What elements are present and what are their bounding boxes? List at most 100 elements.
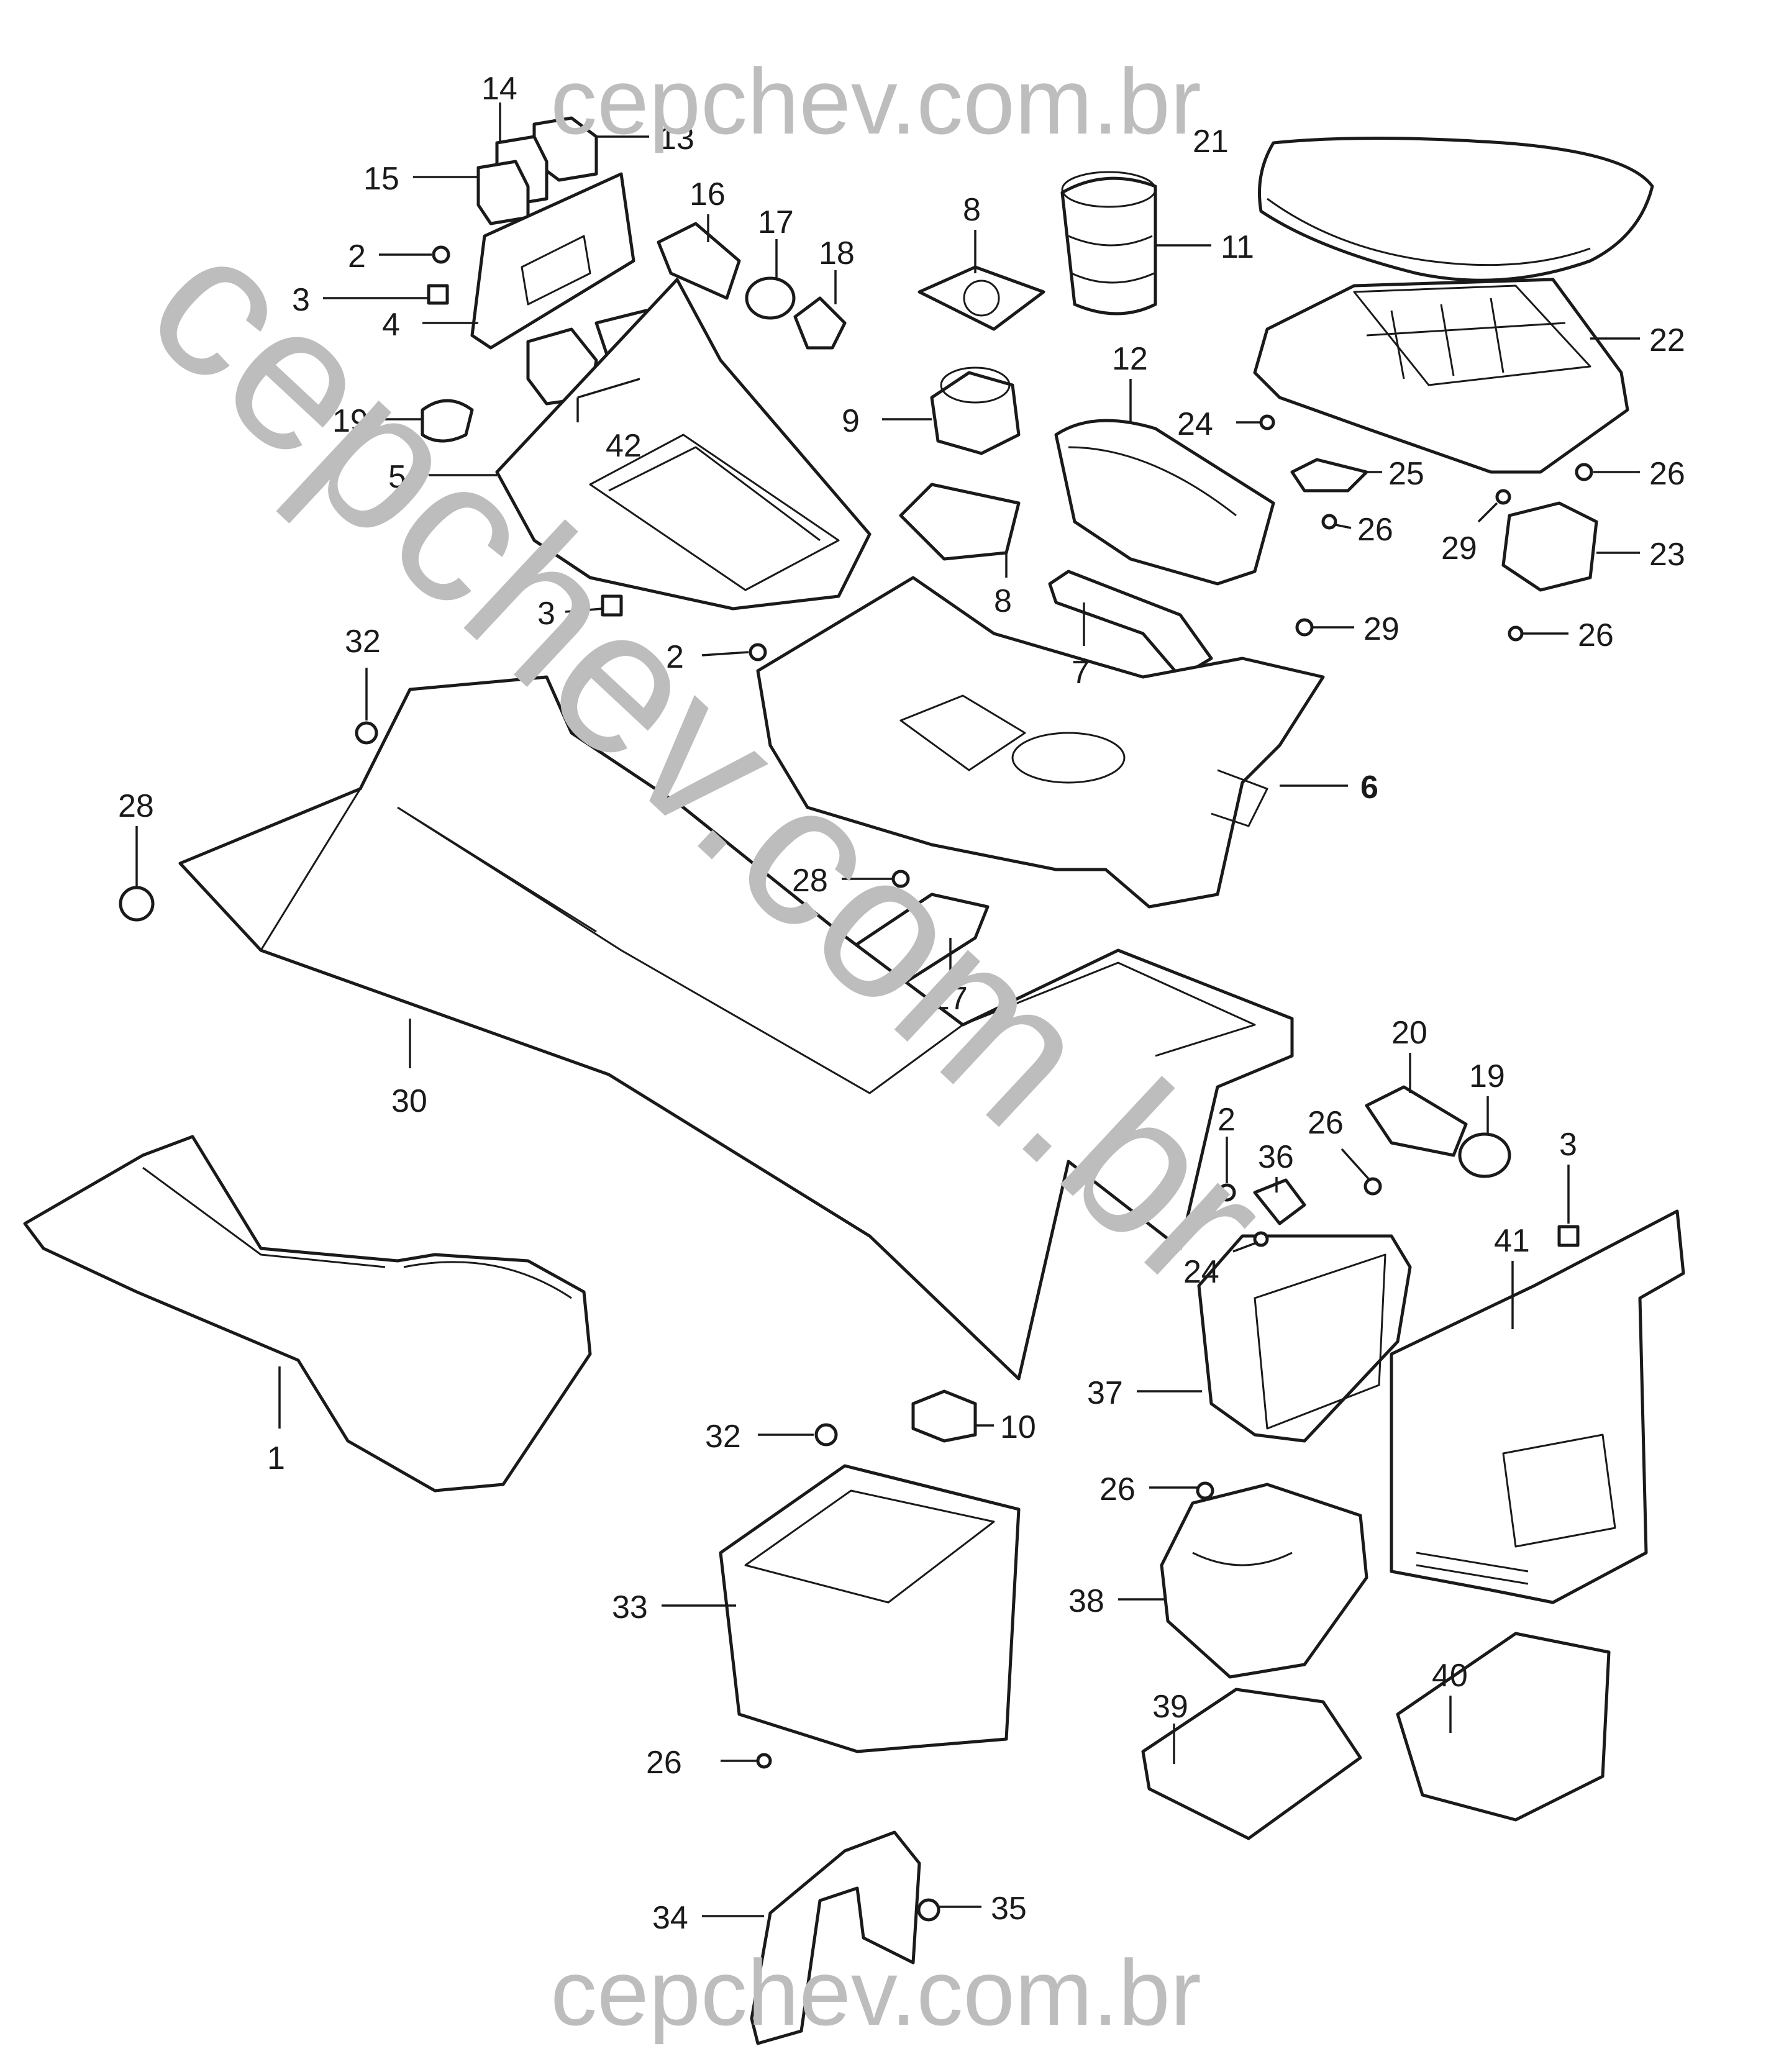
svg-text:15: 15: [363, 161, 399, 197]
part-outlet-cap-18: [793, 296, 847, 350]
svg-text:2: 2: [1218, 1102, 1236, 1138]
svg-text:26: 26: [646, 1745, 682, 1781]
svg-text:25: 25: [1388, 456, 1424, 492]
callout-35: 35: [938, 1891, 1027, 1927]
callout-4: 4: [382, 307, 478, 343]
part-switch-10: [911, 1389, 977, 1443]
callout-3c: 3: [1559, 1127, 1577, 1224]
callout-12: 12: [1112, 341, 1148, 422]
callout-26b: 26: [1335, 512, 1393, 548]
part-screw-26e: [1196, 1481, 1214, 1500]
part-screw-29: [1295, 618, 1314, 637]
svg-text:3: 3: [292, 282, 310, 318]
svg-text:10: 10: [1000, 1409, 1036, 1445]
callout-15: 15: [363, 161, 478, 197]
svg-text:29: 29: [1441, 530, 1477, 566]
part-shifter-switch: [930, 371, 1021, 455]
callout-3b: 3: [537, 596, 603, 632]
callout-39: 39: [1152, 1689, 1188, 1764]
callout-14: 14: [481, 71, 517, 143]
watermark-bottom: cepchev.com.br: [550, 1940, 1201, 2045]
callout-33: 33: [612, 1589, 736, 1625]
part-shifter-bezel: [495, 278, 872, 611]
callout-2c: 2: [1218, 1102, 1236, 1183]
part-screw-26f: [756, 1753, 772, 1769]
part-upper-console: [756, 576, 1325, 909]
svg-text:28: 28: [792, 863, 828, 899]
callout-3a: 3: [292, 282, 429, 318]
part-screw-2b: [749, 643, 767, 661]
part-outlet-ring-17: [745, 276, 796, 320]
part-rear-panel: [1390, 1209, 1685, 1604]
svg-text:7: 7: [1072, 655, 1090, 691]
svg-text:30: 30: [391, 1083, 427, 1119]
part-bracket-23: [1501, 501, 1598, 592]
svg-text:19: 19: [1469, 1058, 1505, 1094]
svg-text:19: 19: [332, 403, 368, 439]
svg-text:28: 28: [118, 788, 154, 824]
part-lower-box: [1396, 1632, 1611, 1822]
svg-text:41: 41: [1494, 1223, 1530, 1259]
callout-18: 18: [819, 235, 855, 304]
part-screw-2c: [1218, 1183, 1236, 1202]
callout-27: 27: [932, 938, 968, 1017]
part-screw-26d: [1363, 1177, 1382, 1196]
part-armrest-lid: [1258, 137, 1654, 282]
part-knob-19: [421, 399, 474, 443]
part-cover-38: [1160, 1483, 1368, 1679]
part-switch-15: [476, 160, 530, 225]
part-push-pin-28: [119, 886, 155, 922]
svg-text:18: 18: [819, 235, 855, 271]
svg-text:26: 26: [1649, 456, 1685, 492]
svg-text:29: 29: [1363, 611, 1400, 647]
callout-2b: 2: [666, 639, 749, 675]
part-clip-3: [427, 284, 449, 305]
callout-26a: 26: [1593, 456, 1685, 492]
svg-text:26: 26: [1308, 1105, 1344, 1141]
part-screw-32: [355, 721, 378, 745]
callout-23: 23: [1596, 537, 1685, 573]
svg-text:13: 13: [658, 120, 694, 157]
part-screw-26c: [1508, 625, 1524, 642]
part-screw-26a: [1575, 463, 1593, 481]
callout-5: 5: [388, 459, 497, 495]
svg-text:37: 37: [1087, 1375, 1123, 1411]
callout-26e: 26: [1099, 1471, 1199, 1507]
svg-text:11: 11: [1221, 229, 1254, 265]
callout-17: 17: [758, 204, 794, 279]
svg-text:42: 42: [606, 428, 642, 464]
callout-29b: 29: [1441, 502, 1498, 566]
parts: [23, 116, 1685, 2045]
part-clip-3b: [601, 594, 623, 617]
callout-28b: 28: [792, 863, 894, 899]
callouts: 1 2 2 2 3 3 3 4 5 6 7 8 8 9 10 11 12 13 …: [118, 71, 1685, 1936]
svg-text:34: 34: [652, 1900, 688, 1936]
callout-36: 36: [1258, 1139, 1294, 1193]
svg-text:17: 17: [758, 204, 794, 240]
svg-text:1: 1: [267, 1440, 285, 1476]
watermark-top: cepchev.com.br: [550, 49, 1201, 153]
svg-text:26: 26: [1099, 1471, 1136, 1507]
callout-21: 21: [1193, 124, 1229, 160]
callout-10: 10: [975, 1409, 1036, 1445]
callout-34: 34: [652, 1900, 764, 1936]
svg-text:5: 5: [388, 459, 406, 495]
callout-8b: 8: [994, 553, 1012, 619]
svg-text:2: 2: [348, 239, 366, 275]
callout-1: 1: [267, 1366, 285, 1476]
part-storage-tray: [1054, 419, 1275, 586]
svg-text:26: 26: [1578, 617, 1614, 653]
svg-text:16: 16: [690, 176, 726, 212]
callout-20: 20: [1391, 1015, 1427, 1093]
callout-7: 7: [1072, 602, 1090, 691]
part-bezel-top: [917, 265, 1045, 331]
callout-6: 6: [1280, 770, 1378, 806]
callout-22: 22: [1590, 322, 1685, 358]
svg-text:12: 12: [1112, 341, 1148, 377]
part-screw-24: [1259, 414, 1275, 430]
part-power-outlet-20: [1365, 1085, 1468, 1157]
part-support-bracket: [750, 1830, 921, 2045]
svg-text:23: 23: [1649, 537, 1685, 573]
svg-text:3: 3: [537, 596, 555, 632]
svg-text:3: 3: [1559, 1127, 1577, 1163]
